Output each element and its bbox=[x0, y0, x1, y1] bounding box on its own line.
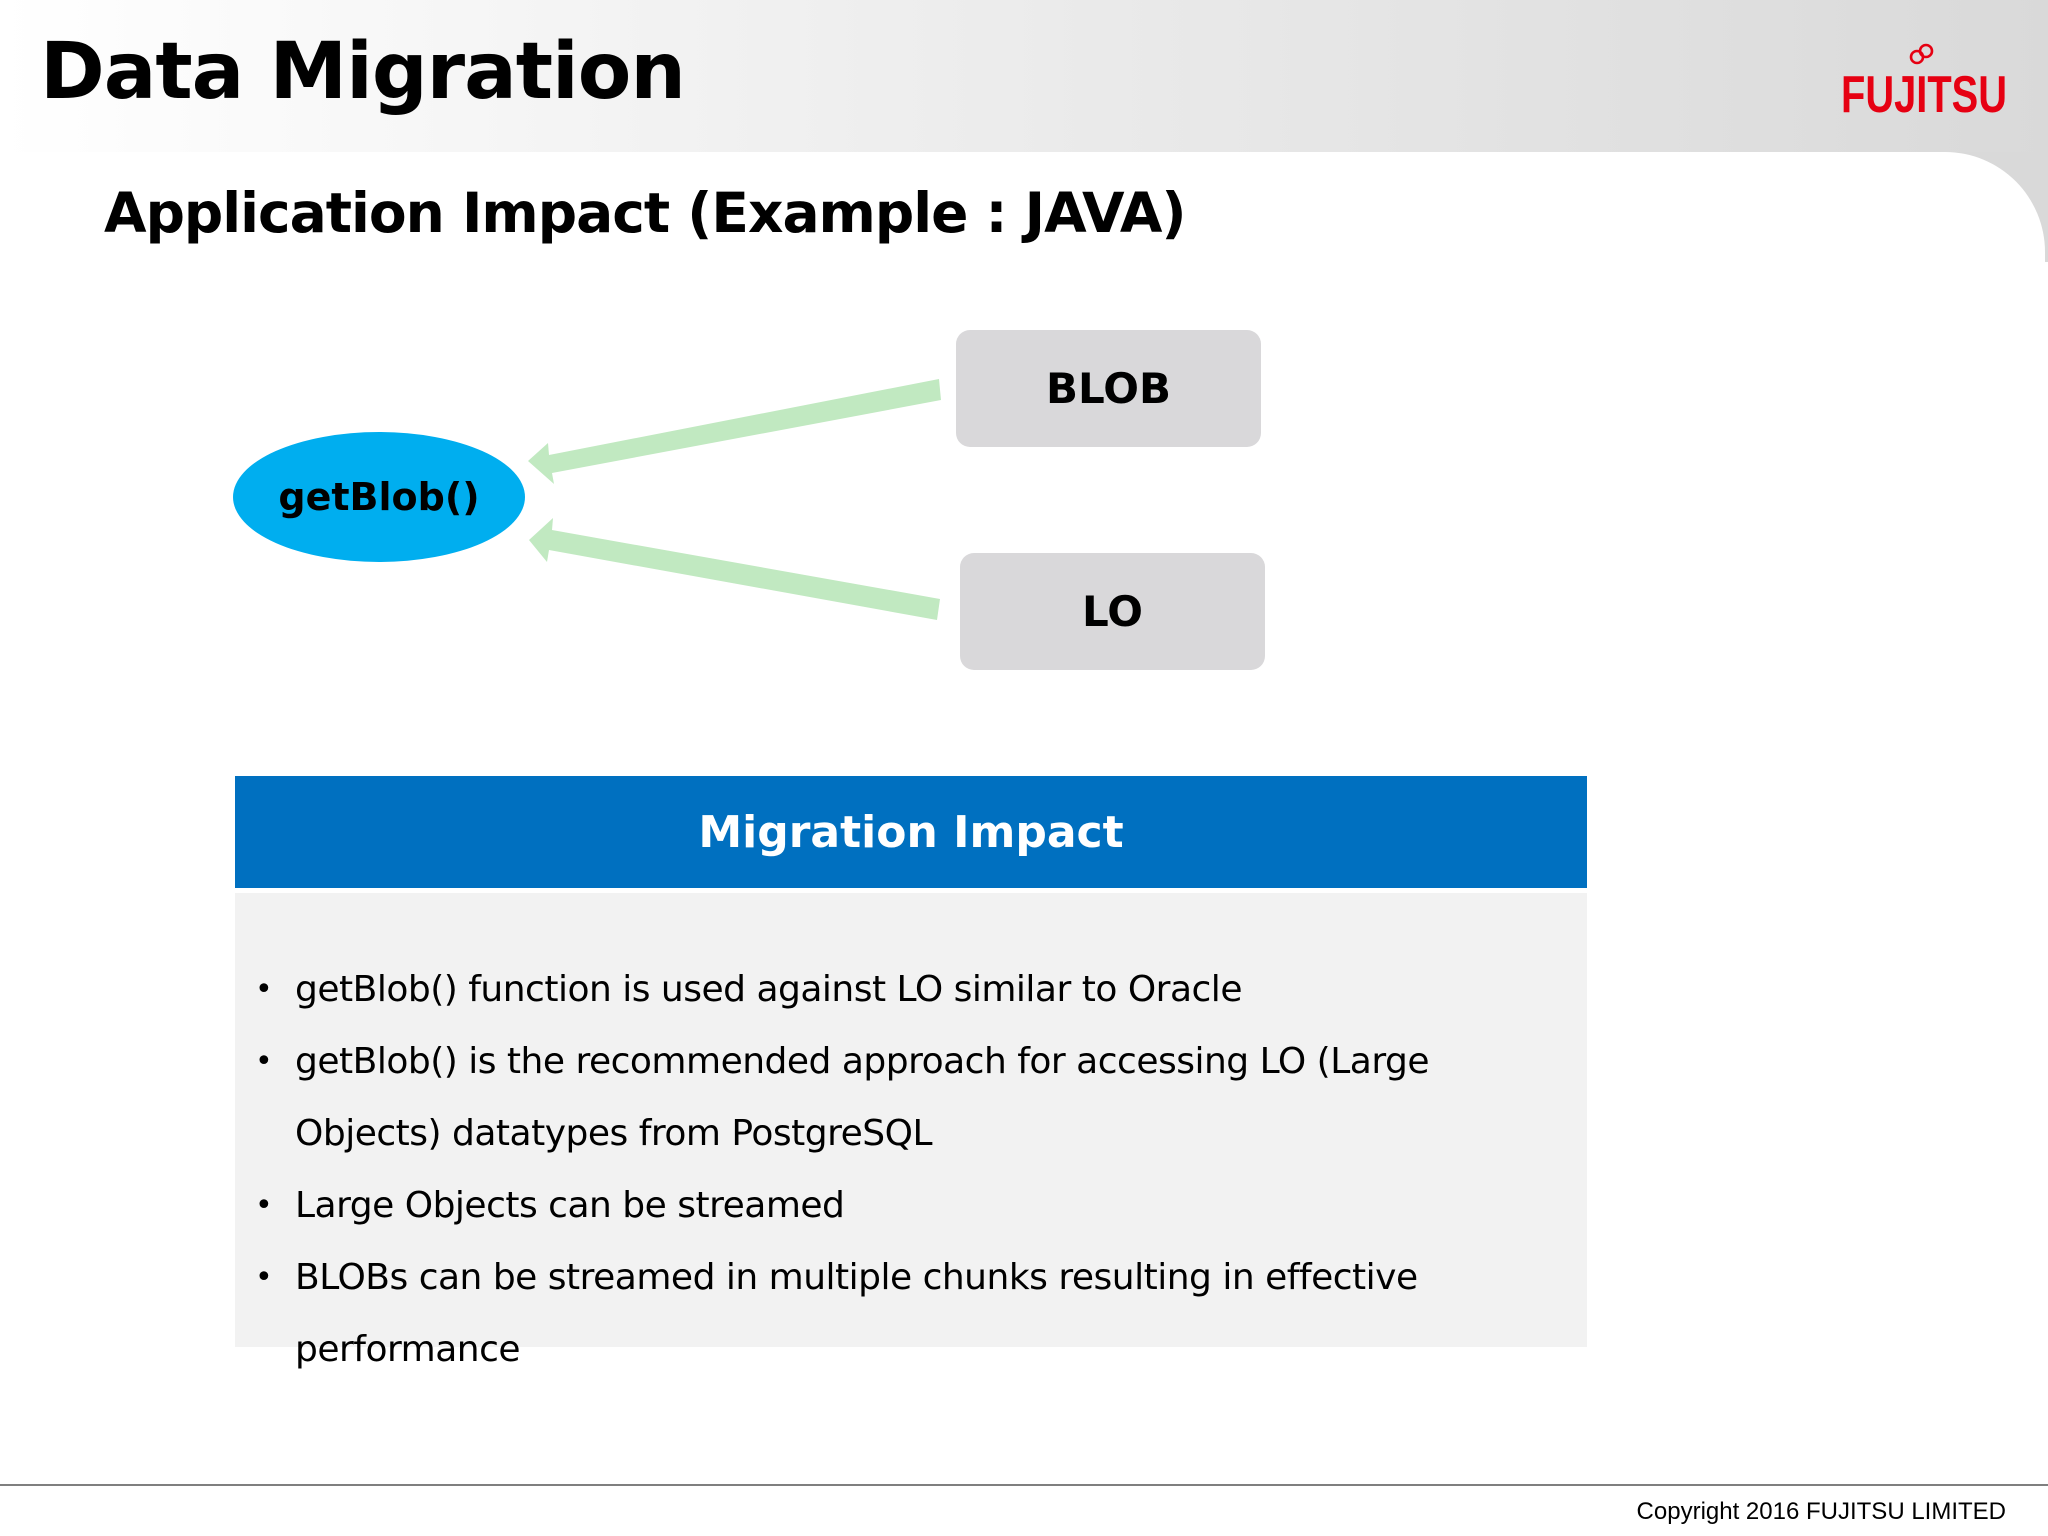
bullet-text: getBlob() is the recommended approach fo… bbox=[295, 1041, 1429, 1154]
bullet-item: • BLOBs can be streamed in multiple chun… bbox=[255, 1242, 1575, 1386]
copyright-text: Copyright 2016 FUJITSU LIMITED bbox=[1636, 1498, 2006, 1525]
lo-box-label: LO bbox=[1082, 587, 1143, 636]
blob-box-label: BLOB bbox=[1046, 364, 1171, 413]
bullet-text: getBlob() function is used against LO si… bbox=[295, 969, 1242, 1010]
diagram-arrows bbox=[528, 379, 941, 620]
bullet-item: • getBlob() function is used against LO … bbox=[255, 954, 1575, 1026]
lo-box: LO bbox=[960, 553, 1265, 670]
bullet-dot-icon: • bbox=[255, 1188, 273, 1223]
header-band bbox=[0, 0, 2048, 152]
fujitsu-logo-text: FUJITSU bbox=[1841, 66, 2007, 124]
footer-divider bbox=[0, 1484, 2048, 1486]
header-curve-decoration bbox=[1900, 152, 2048, 262]
bullet-dot-icon: • bbox=[255, 1044, 273, 1079]
bullet-item: • getBlob() is the recommended approach … bbox=[255, 1026, 1575, 1170]
bullet-dot-icon: • bbox=[255, 972, 273, 1007]
getblob-ellipse: getBlob() bbox=[233, 432, 525, 562]
migration-impact-header: Migration Impact bbox=[235, 776, 1587, 888]
arrow-blob-to-getblob bbox=[528, 379, 941, 484]
blob-box: BLOB bbox=[956, 330, 1261, 447]
slide-subtitle: Application Impact (Example : JAVA) bbox=[104, 181, 1187, 245]
fujitsu-logo: FUJITSU bbox=[1841, 43, 2007, 124]
arrow-lo-to-getblob bbox=[529, 518, 940, 620]
bullet-item: • Large Objects can be streamed bbox=[255, 1170, 1575, 1242]
getblob-ellipse-label: getBlob() bbox=[278, 475, 480, 519]
page-title: Data Migration bbox=[40, 27, 686, 117]
bullet-text: BLOBs can be streamed in multiple chunks… bbox=[295, 1257, 1418, 1370]
migration-impact-title: Migration Impact bbox=[698, 806, 1124, 858]
migration-impact-body: • getBlob() function is used against LO … bbox=[235, 893, 1587, 1370]
bullet-dot-icon: • bbox=[255, 1260, 273, 1295]
bullet-list: • getBlob() function is used against LO … bbox=[255, 954, 1575, 1386]
bullet-text: Large Objects can be streamed bbox=[295, 1185, 845, 1226]
